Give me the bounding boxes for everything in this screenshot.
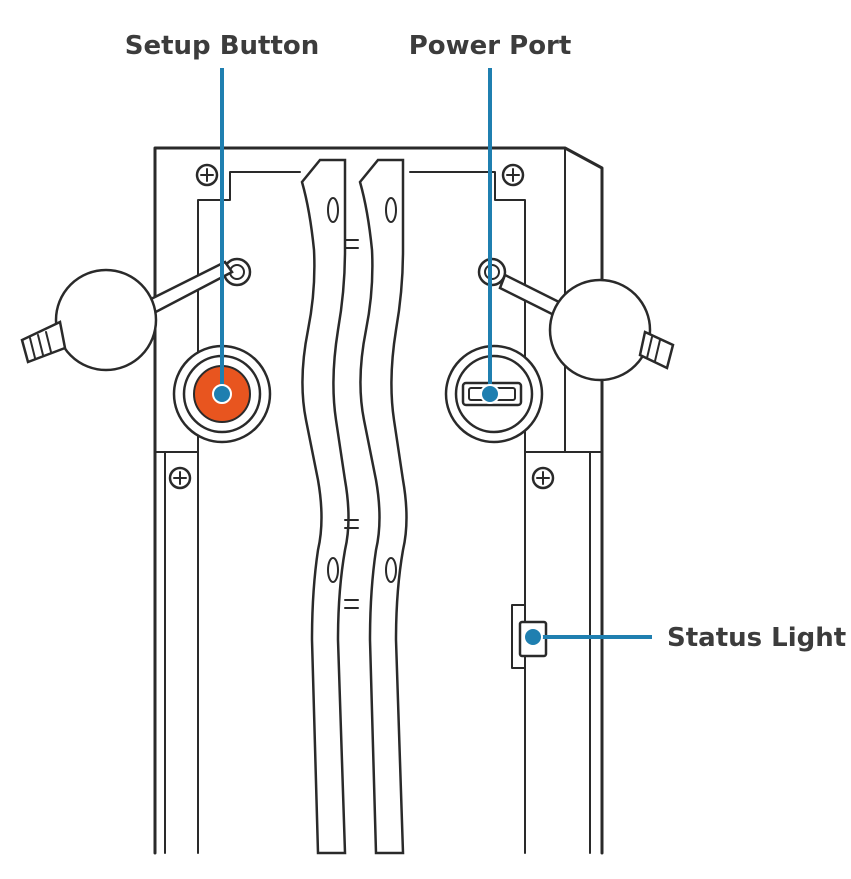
port-cap-right <box>477 257 675 382</box>
screw-icon <box>195 163 219 187</box>
setup-button-label: Setup Button <box>125 31 320 61</box>
callout-setup-button <box>212 68 232 404</box>
screw-icon <box>168 466 192 490</box>
port-cap-left <box>20 257 252 372</box>
mounting-bracket-left <box>300 158 350 855</box>
callout-power-port <box>480 68 500 404</box>
screw-icon <box>531 466 555 490</box>
power-port-label: Power Port <box>409 31 572 61</box>
callout-status-light <box>523 627 652 647</box>
mounting-bracket-right <box>344 158 408 855</box>
status-light-label: Status Light <box>667 623 846 653</box>
screw-icon <box>501 163 525 187</box>
